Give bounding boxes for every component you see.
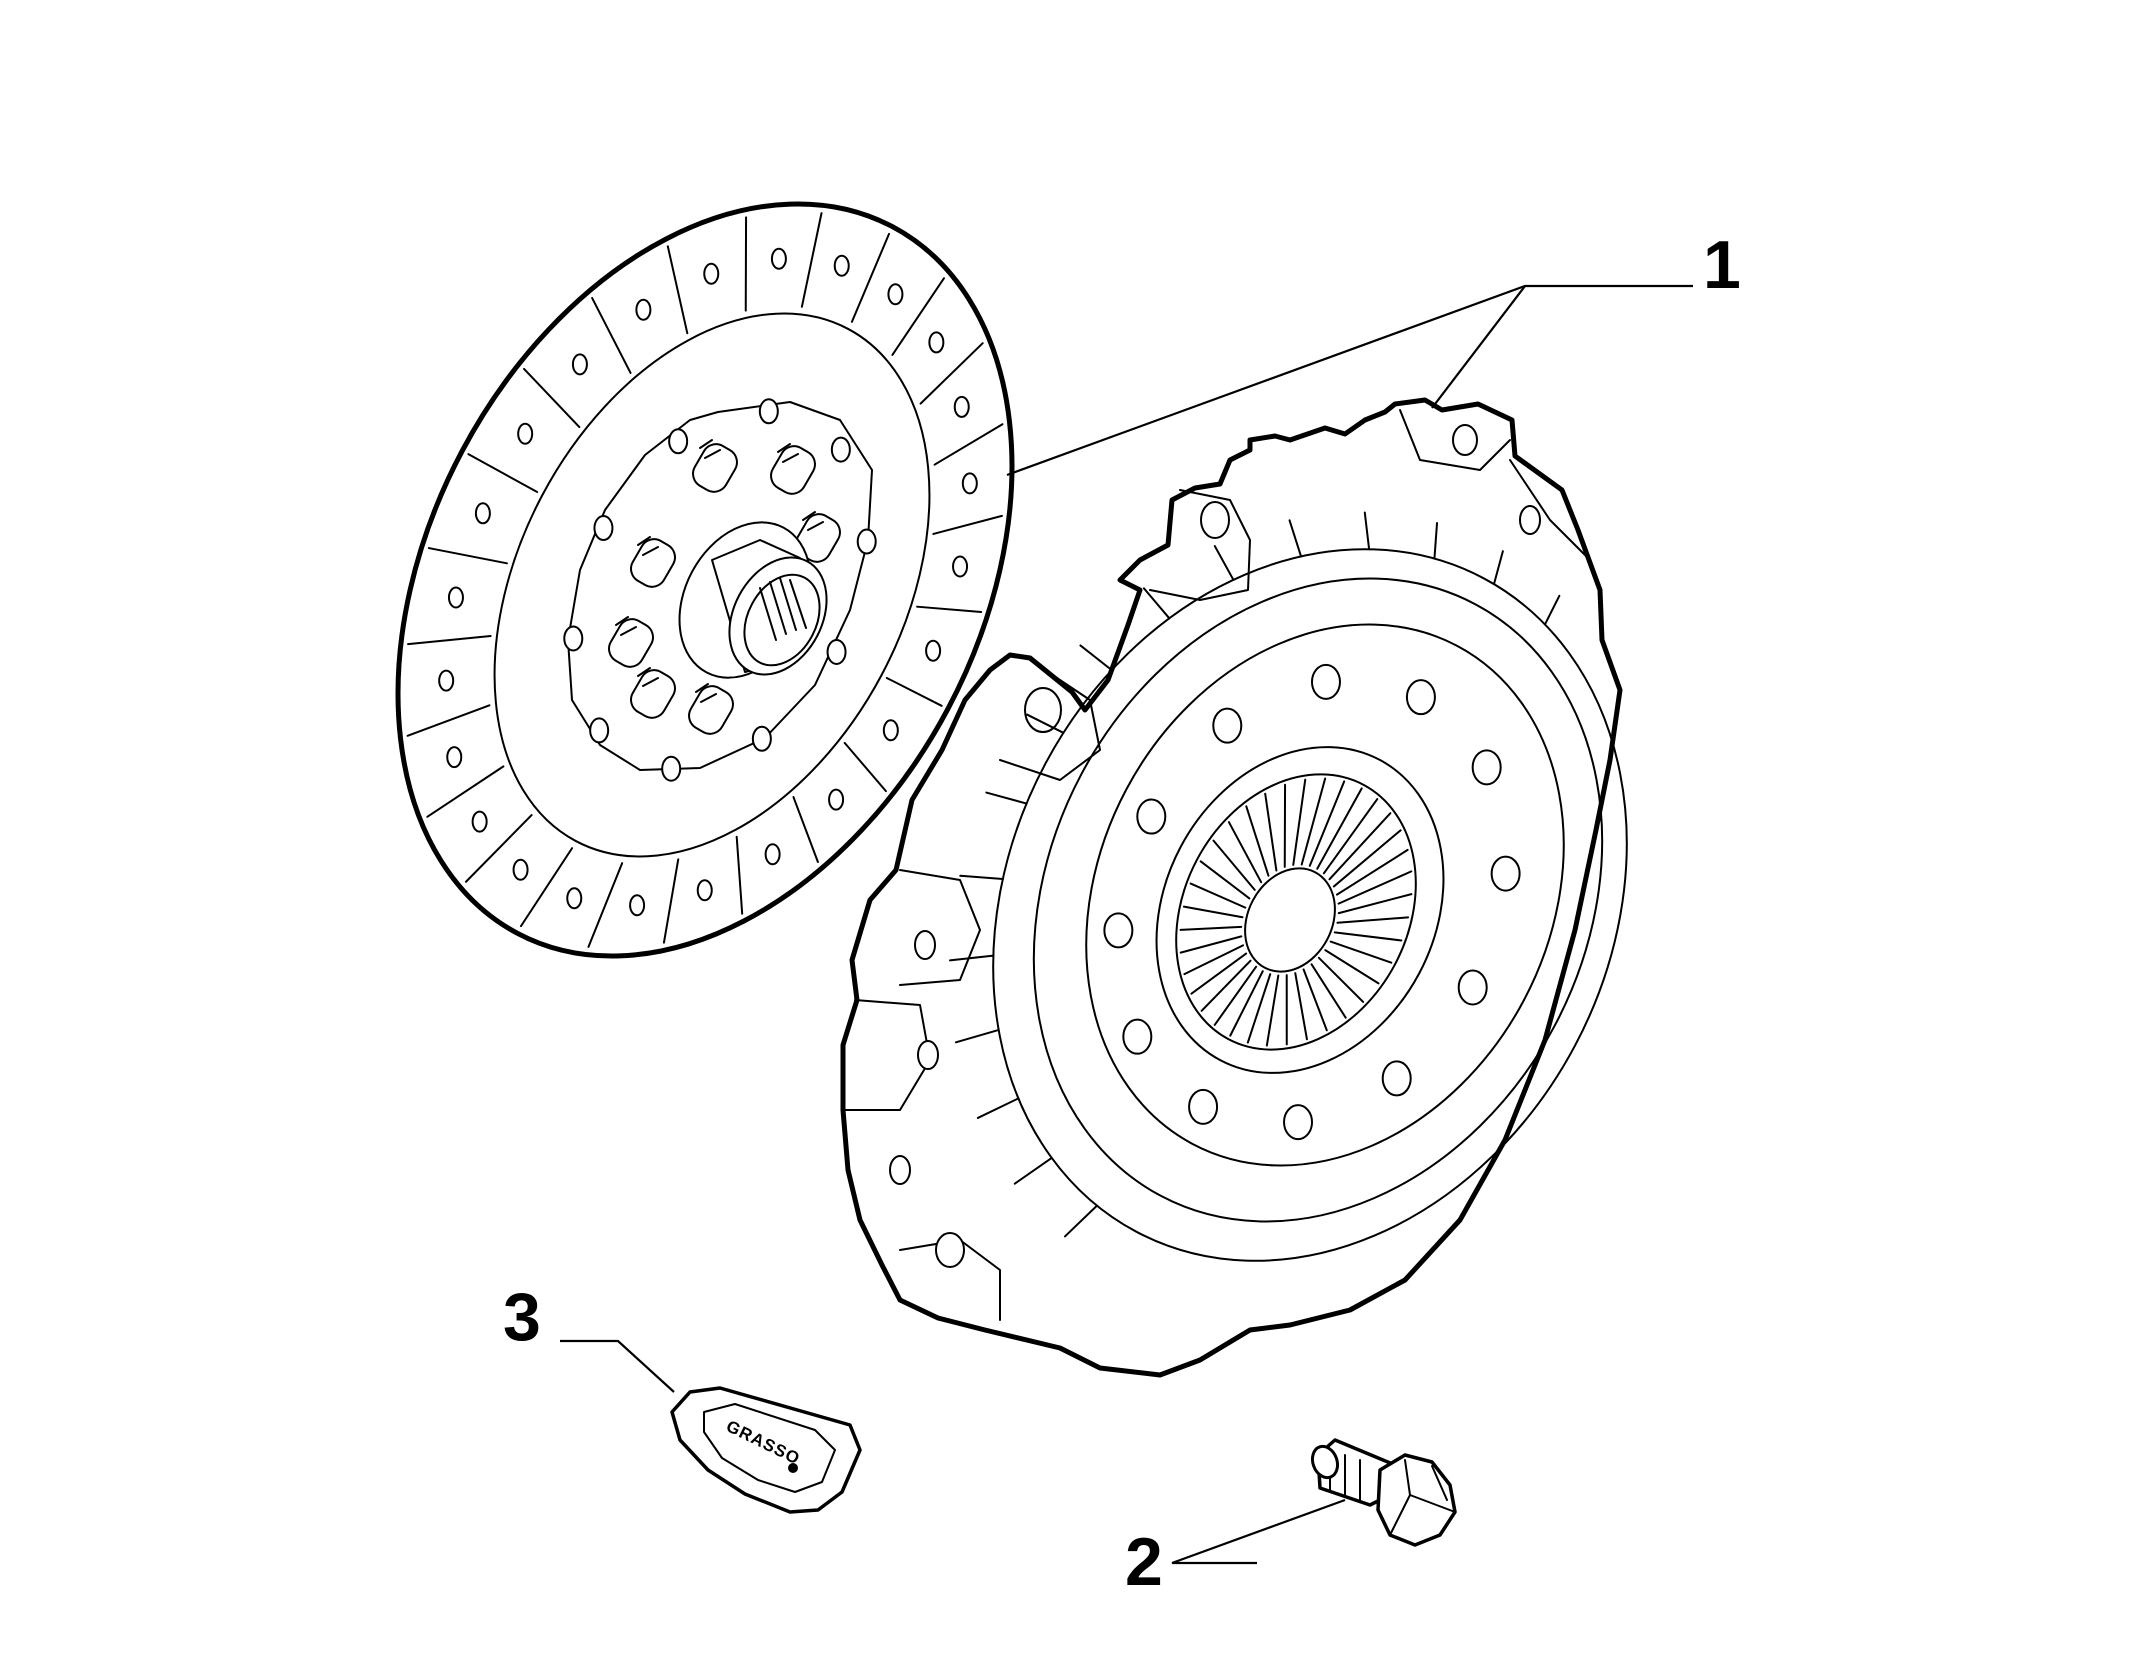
diaphragm-center-opening xyxy=(1244,867,1336,973)
damper-springs xyxy=(608,439,841,735)
pressure-plate-rim xyxy=(992,548,1628,1262)
mounting-lugs xyxy=(844,409,1591,1321)
pressure-plate-cover-outline xyxy=(840,397,1623,1378)
clutch-pressure-plate xyxy=(840,397,1628,1378)
leader-lines xyxy=(560,284,1693,1565)
callout-1: 1 xyxy=(1703,227,1741,303)
splined-hub xyxy=(678,521,828,679)
callout-3: 3 xyxy=(503,1279,541,1355)
grease-tube: GRASSO xyxy=(670,1386,862,1514)
pressure-plate-rivet-holes xyxy=(1103,663,1521,1141)
diaphragm-spring-fingers xyxy=(1179,777,1413,1047)
callout-2: 2 xyxy=(1125,1524,1163,1600)
clutch-bolt xyxy=(1310,1438,1457,1547)
clutch-disc xyxy=(395,201,1015,959)
